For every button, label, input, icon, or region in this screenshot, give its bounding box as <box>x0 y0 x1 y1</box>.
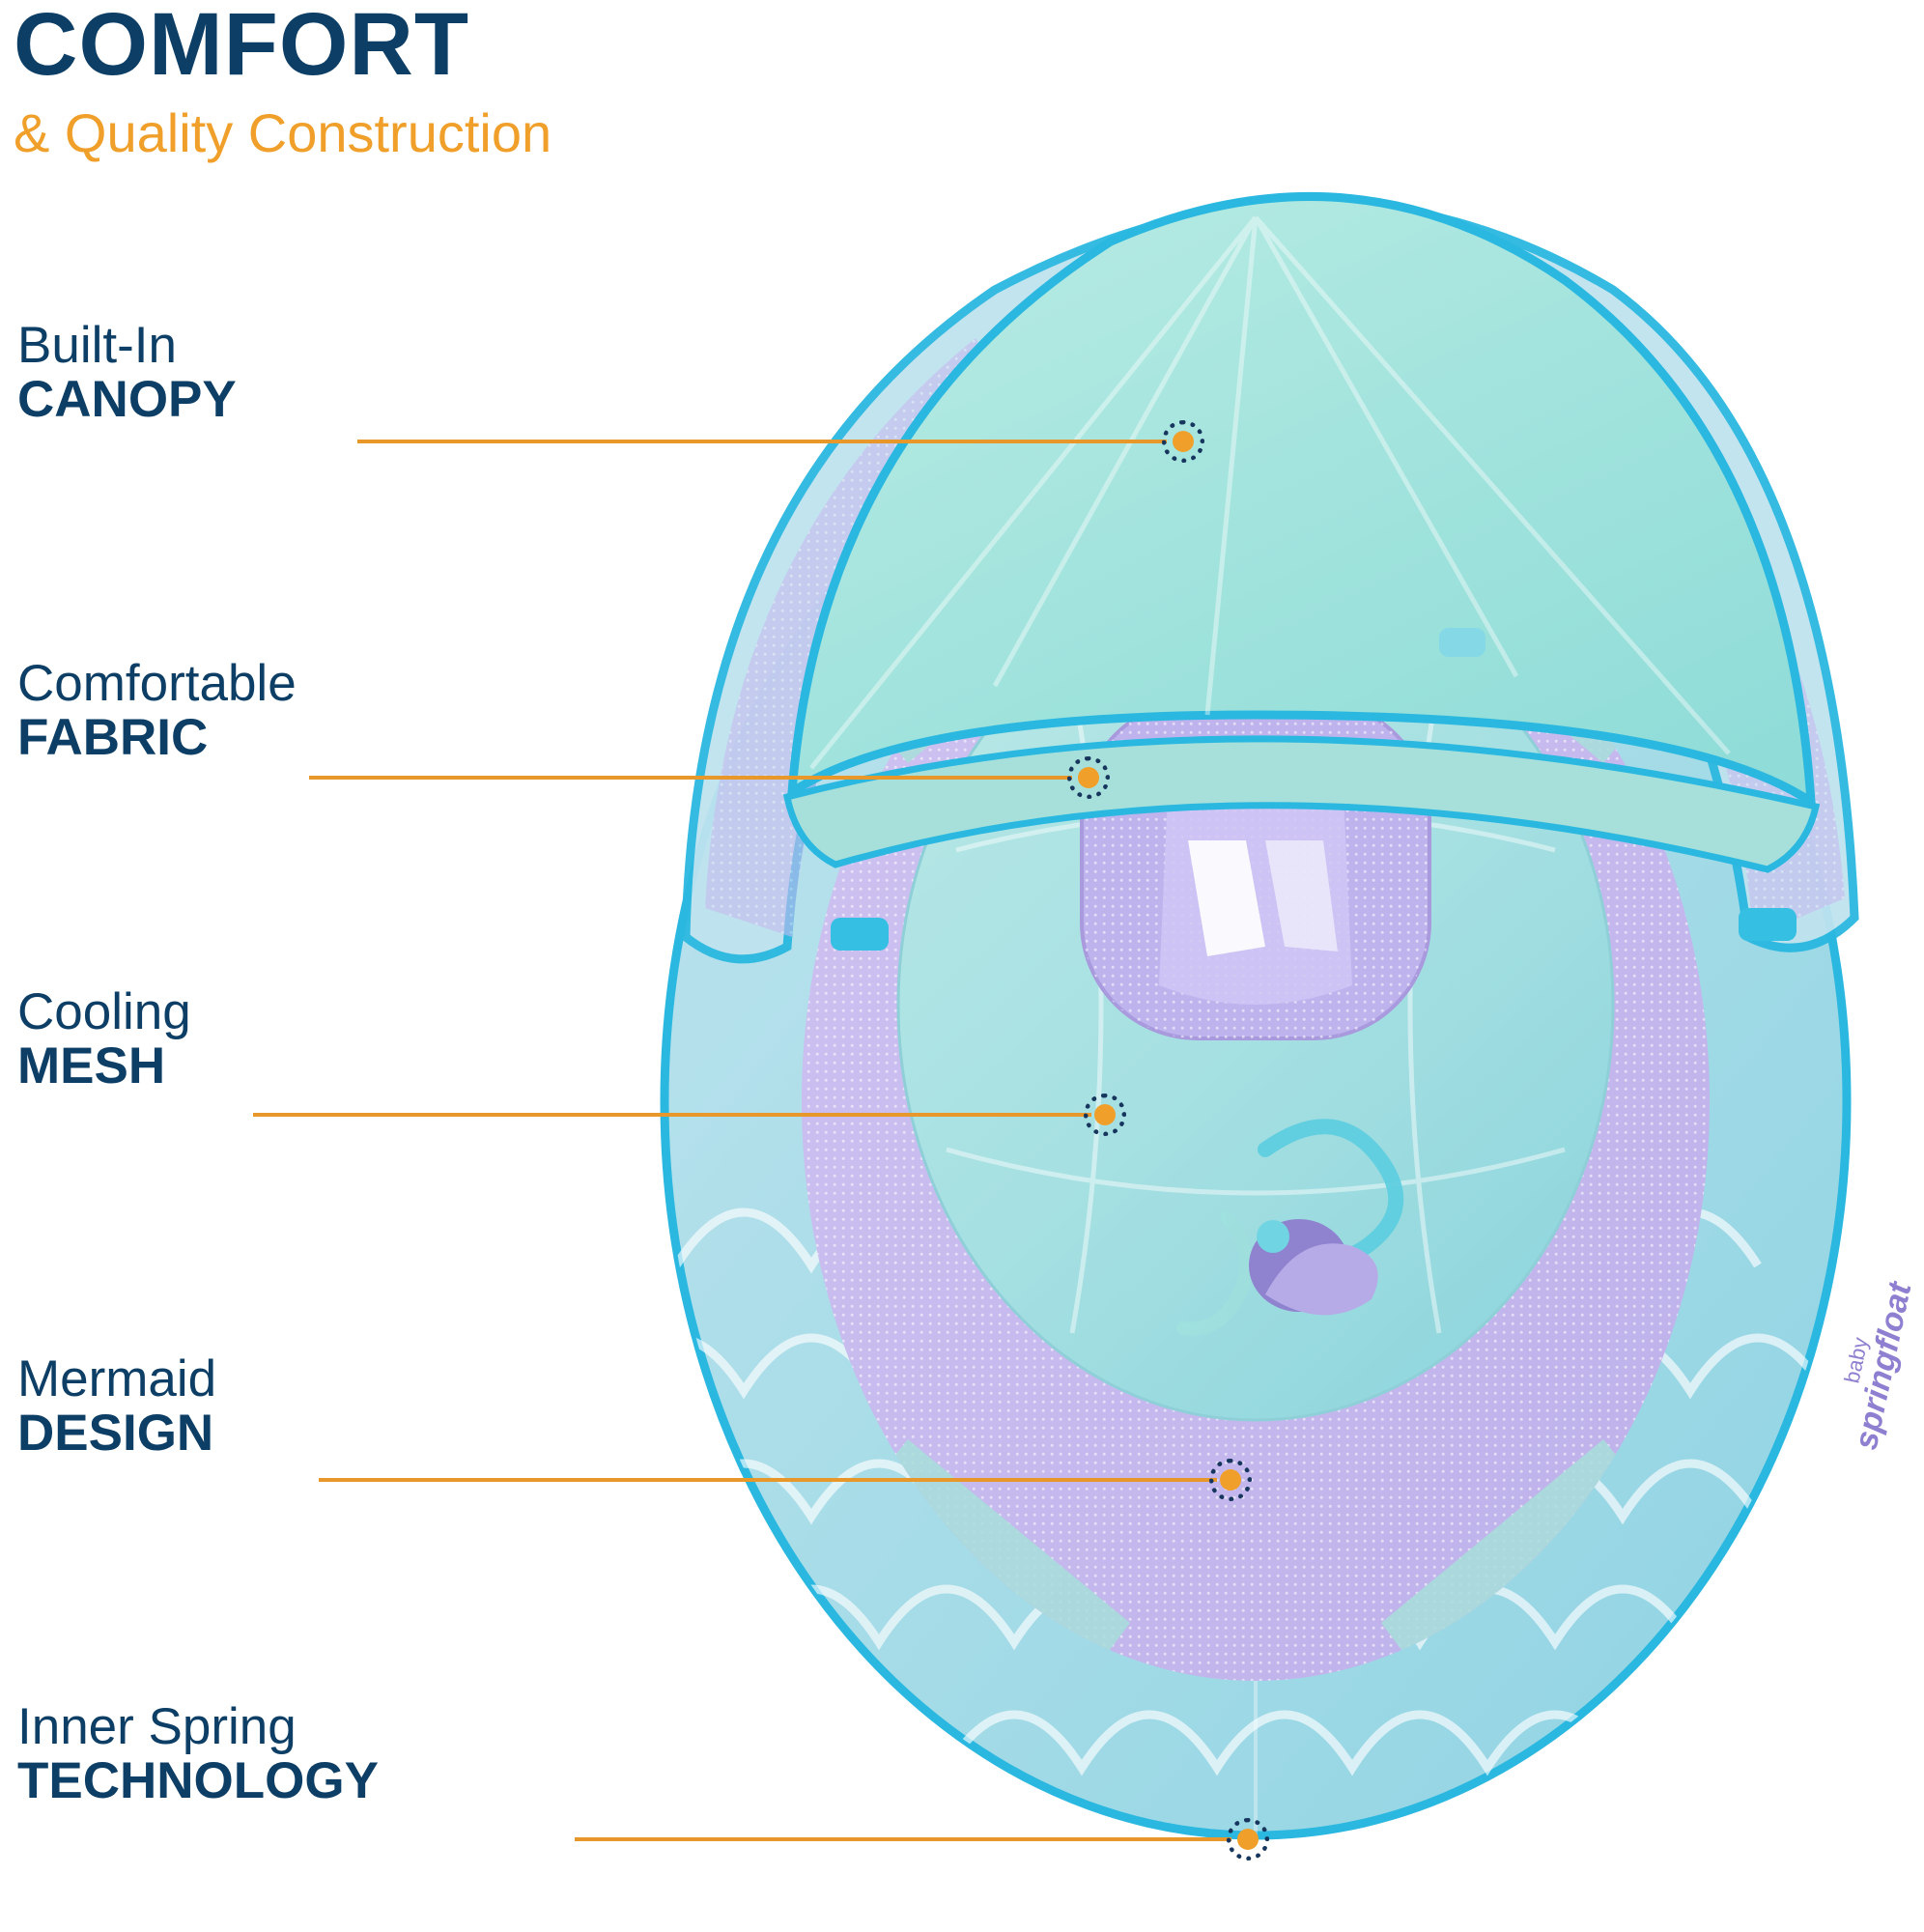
feature-label-mesh: Cooling MESH <box>17 985 191 1093</box>
page-subtitle: & Quality Construction <box>14 102 552 163</box>
feature-design-line2: DESIGN <box>17 1404 214 1462</box>
leader-line-canopy <box>357 440 1167 443</box>
feature-label-fabric: Comfortable FABRIC <box>17 657 297 764</box>
feature-label-design: Mermaid DESIGN <box>17 1352 216 1460</box>
feature-mesh-line2: MESH <box>17 1037 166 1094</box>
feature-fabric-line2: FABRIC <box>17 708 209 766</box>
product-illustration: baby springfloat <box>589 174 1922 1932</box>
canopy <box>681 191 1859 964</box>
page-title: COMFORT <box>14 0 470 94</box>
feature-fabric-line1: Comfortable <box>17 655 297 712</box>
feature-technology-line2: TECHNOLOGY <box>17 1751 379 1809</box>
leader-line-design <box>319 1478 1217 1482</box>
mermaid-graphic <box>1176 1119 1404 1336</box>
callout-dot-fabric[interactable] <box>1067 756 1110 799</box>
leader-line-fabric <box>309 776 1072 780</box>
feature-canopy-line1: Built-In <box>17 317 177 374</box>
feature-canopy-line2: CANOPY <box>17 370 237 428</box>
product-svg <box>660 191 1859 1840</box>
leader-line-technology <box>575 1837 1231 1841</box>
leader-line-mesh <box>253 1113 1091 1117</box>
feature-label-technology: Inner Spring TECHNOLOGY <box>17 1700 379 1807</box>
feature-label-canopy: Built-In CANOPY <box>17 319 237 426</box>
header: COMFORT & Quality Construction <box>14 0 552 160</box>
callout-dot-technology[interactable] <box>1227 1818 1269 1861</box>
callout-dot-design[interactable] <box>1209 1459 1252 1501</box>
feature-mesh-line1: Cooling <box>17 983 191 1040</box>
feature-design-line1: Mermaid <box>17 1350 217 1407</box>
callout-dot-canopy[interactable] <box>1162 420 1204 463</box>
callout-dot-mesh[interactable] <box>1084 1094 1126 1136</box>
feature-technology-line1: Inner Spring <box>17 1698 297 1755</box>
